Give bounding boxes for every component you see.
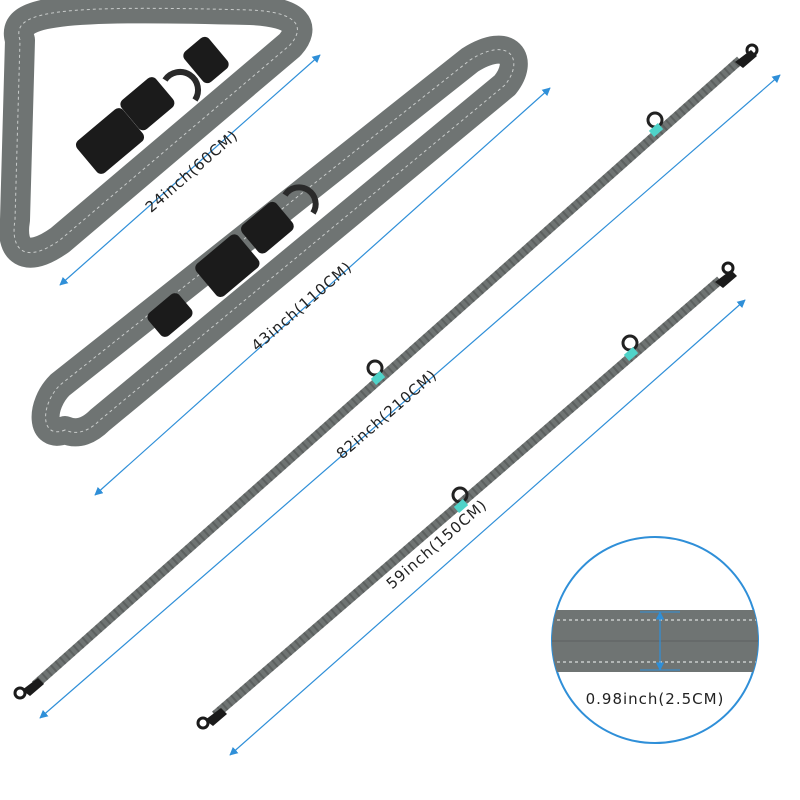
width-magnifier: 0.98inch(2.5CM) [551, 536, 759, 744]
large-collar [31, 35, 528, 447]
label-long-leash: 82inch(210CM) [333, 366, 441, 463]
label-width: 0.98inch(2.5CM) [586, 690, 725, 708]
snap-hook-icon [13, 43, 759, 700]
snap-hook-icon [196, 261, 737, 730]
label-short-leash: 59inch(150CM) [383, 496, 491, 593]
dimension-line-short-leash [229, 299, 746, 756]
